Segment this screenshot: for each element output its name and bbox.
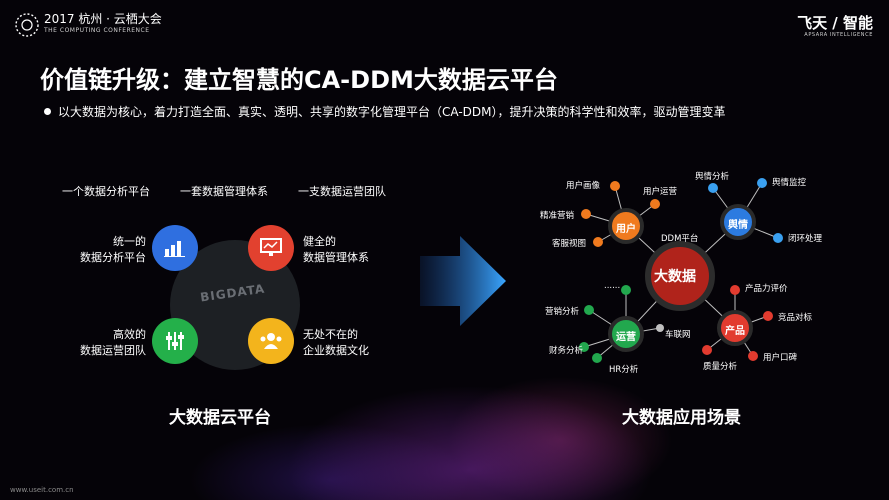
left-caption: 大数据云平台 — [169, 408, 271, 428]
quadrant-label-4: 无处不在的 企业数据文化 — [303, 327, 369, 359]
monitor-icon — [248, 225, 294, 271]
bullet-dot — [44, 108, 51, 115]
quadrant-label-3-line1: 高效的 — [113, 328, 146, 341]
label-hr-analysis: HR分析 — [609, 365, 639, 375]
label-competitor: 竞品对标 — [778, 313, 813, 323]
quadrant-label-4-line1: 无处不在的 — [303, 328, 358, 341]
label-marketing-analysis: 营销分析 — [545, 307, 580, 317]
quadrant-label-1-line1: 统一的 — [113, 235, 146, 248]
conference-logo-icon — [15, 13, 39, 37]
label-customer-view: 客服视图 — [552, 239, 587, 249]
footer-url: www.useit.com.cn — [10, 486, 74, 494]
label-quality-analysis: 质量分析 — [703, 362, 738, 372]
brand-subtitle: APSARA INTELLIGENCE — [804, 32, 873, 38]
label-opinion-analysis: 舆情分析 — [695, 172, 730, 182]
right-caption: 大数据应用场景 — [622, 408, 741, 428]
quadrant-label-2-line1: 健全的 — [303, 235, 336, 248]
quadrant-label-2: 健全的 数据管理体系 — [303, 234, 369, 266]
label-dots: ...... — [604, 281, 621, 291]
top-label-3: 一支数据运营团队 — [298, 185, 386, 198]
label-ddm-platform: DDM平台 — [661, 234, 699, 244]
quadrant-label-3-line2: 数据运营团队 — [80, 344, 146, 357]
sliders-icon — [152, 318, 198, 364]
brand-logo: 飞天 / 智能 — [797, 14, 873, 32]
label-user-ops: 用户运营 — [643, 187, 678, 197]
top-label-2: 一套数据管理体系 — [180, 185, 268, 198]
label-finance-analysis: 财务分析 — [549, 346, 584, 356]
top-label-1: 一个数据分析平台 — [62, 185, 150, 198]
quadrant-label-1: 统一的 数据分析平台 — [62, 234, 146, 266]
label-opinion-monitor: 舆情监控 — [772, 178, 807, 188]
node-user: 用户 — [616, 224, 636, 235]
arrow-right-icon — [420, 236, 506, 326]
label-product-eval: 产品力评价 — [745, 284, 788, 294]
bullet-text: 以大数据为核心，着力打造全面、真实、透明、共享的数字化管理平台（CA-DDM），… — [58, 105, 726, 119]
node-ops: 运营 — [616, 332, 636, 343]
label-iov: 车联网 — [665, 330, 691, 340]
label-precision-marketing: 精准营销 — [540, 211, 575, 221]
label-user-reputation: 用户口碑 — [763, 353, 798, 363]
conference-title: 2017 杭州 · 云栖大会 — [44, 12, 162, 26]
quadrant-label-4-line2: 企业数据文化 — [303, 344, 369, 357]
quadrant-label-1-line2: 数据分析平台 — [80, 251, 146, 264]
quadrant-label-3: 高效的 数据运营团队 — [62, 327, 146, 359]
bar-chart-icon — [152, 225, 198, 271]
quadrant-label-2-line2: 数据管理体系 — [303, 251, 369, 264]
page-title: 价值链升级：建立智慧的CA-DDM大数据云平台 — [40, 66, 558, 94]
node-bigdata: 大数据 — [654, 269, 696, 285]
label-user-portrait: 用户画像 — [566, 181, 601, 191]
node-opinion: 舆情 — [728, 220, 748, 231]
label-closed-loop: 闭环处理 — [788, 234, 823, 244]
node-product: 产品 — [725, 326, 745, 337]
people-icon — [248, 318, 294, 364]
conference-subtitle: THE COMPUTING CONFERENCE — [44, 27, 150, 34]
